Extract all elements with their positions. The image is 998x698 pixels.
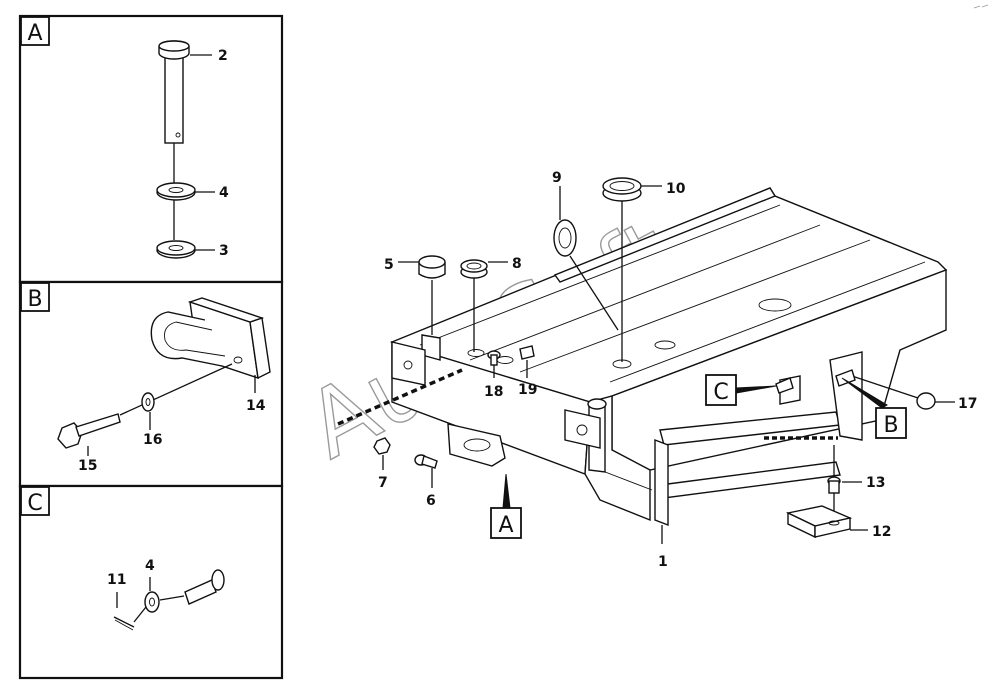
label-15: 15 (78, 458, 97, 474)
main-frame-assembly (389, 187, 948, 527)
washer-part (156, 182, 196, 201)
label-19: 19 (518, 382, 537, 398)
label-14: 14 (246, 398, 266, 414)
label-7: 7 (378, 475, 388, 491)
callout-b-letter: B (883, 413, 898, 438)
label-1: 1 (658, 554, 668, 570)
cap-part (916, 392, 936, 410)
callout-a-letter: A (498, 513, 513, 538)
cotter-pin-part (113, 616, 135, 631)
label-8: 8 (512, 256, 522, 272)
plate-part (785, 505, 853, 539)
label-4: 4 (145, 558, 155, 574)
washer-part (141, 392, 155, 412)
nut-part (373, 437, 391, 455)
panel-b: B 14 15 16 (18, 280, 284, 488)
label-13: 13 (866, 475, 885, 491)
label-17: 17 (958, 396, 977, 412)
fitting-part (519, 345, 535, 360)
label-6: 6 (426, 493, 436, 509)
bracket-part (150, 297, 271, 380)
label-4: 4 (219, 185, 229, 201)
bolt-part (414, 454, 438, 469)
callout-b: B (841, 377, 907, 439)
label-18: 18 (484, 384, 503, 400)
callout-a: A (490, 473, 522, 539)
grommet-part (460, 259, 488, 279)
panel-c: C 11 4 (18, 484, 284, 680)
pin-part (184, 569, 225, 605)
label-11: 11 (107, 572, 126, 588)
panel-c-letter: C (27, 491, 42, 516)
washer-part (156, 240, 196, 259)
cap-part (418, 255, 446, 279)
label-9: 9 (552, 170, 562, 186)
panel-b-letter: B (27, 287, 42, 312)
callout-c: C (705, 374, 777, 406)
label-10: 10 (666, 181, 686, 197)
grommet-part (553, 219, 577, 257)
label-3: 3 (219, 243, 229, 259)
label-16: 16 (143, 432, 162, 448)
grommet-part (602, 177, 642, 202)
label-5: 5 (384, 257, 394, 273)
bolt-part (827, 476, 841, 494)
panel-a: A 2 4 3 (18, 14, 284, 284)
callout-c-letter: C (713, 380, 728, 405)
bolt-part (57, 413, 121, 449)
pin-part (158, 40, 190, 144)
label-12: 12 (872, 524, 891, 540)
panel-a-letter: A (27, 21, 42, 46)
label-2: 2 (218, 48, 228, 64)
washer-part (144, 591, 160, 613)
